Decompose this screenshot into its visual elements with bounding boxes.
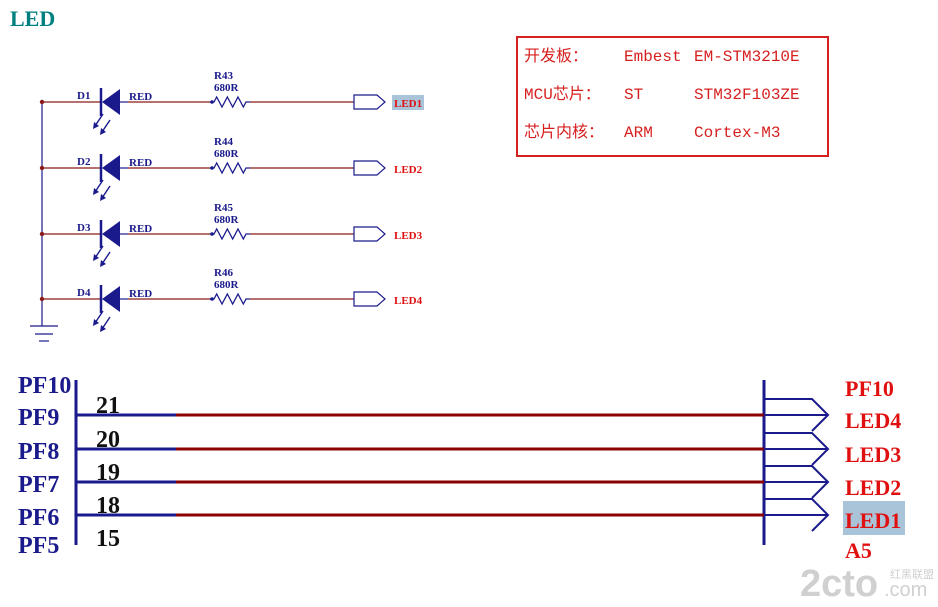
pin-name: PF7 — [18, 472, 59, 498]
diode-ref-label: D2 — [77, 156, 91, 168]
resistor-ref-label: R44 — [214, 136, 233, 148]
led-diode-symbol — [93, 220, 128, 267]
info-value-vendor: ST — [624, 86, 643, 104]
info-value-vendor: Embest — [624, 48, 682, 66]
pin-name: PF6 — [18, 505, 59, 531]
net-label: LED4 — [845, 408, 901, 433]
diode-ref-label: D3 — [77, 222, 91, 234]
net-label: LED2 — [394, 164, 423, 176]
page-title: LED — [10, 6, 55, 31]
net-highlight — [392, 95, 424, 110]
net-highlight — [843, 501, 905, 535]
net-label: LED3 — [394, 230, 423, 242]
net-port-symbol — [353, 160, 386, 176]
resistor-value-label: 680R — [214, 148, 240, 160]
resistor-ref-label: R43 — [214, 70, 233, 82]
net-label-partial: PF10 — [845, 376, 894, 401]
pin-number: 20 — [96, 427, 120, 453]
pin-name: PF9 — [18, 405, 59, 431]
junction-dot — [39, 165, 45, 171]
net-label-partial: A5 — [845, 538, 872, 563]
info-box-border — [516, 36, 829, 157]
net-port-symbol — [353, 226, 386, 242]
pin-number: 19 — [96, 460, 120, 486]
diode-color-label: RED — [129, 288, 152, 300]
info-value-model: EM-STM3210E — [694, 48, 800, 66]
led-diode-symbol — [93, 88, 128, 135]
resistor-symbol — [210, 95, 250, 109]
resistor-symbol — [210, 227, 250, 241]
site-watermark: 2cto .com 红黑联盟 — [800, 563, 934, 605]
resistor-ref-label: R45 — [214, 202, 233, 214]
net-port-symbol — [764, 398, 830, 432]
net-port-symbol — [764, 432, 830, 466]
watermark-domain: .com — [884, 579, 927, 601]
net-label: LED1 — [845, 508, 901, 533]
net-port-symbol — [764, 465, 830, 499]
resistor-symbol — [210, 292, 250, 306]
diode-color-label: RED — [129, 223, 152, 235]
resistor-ref-label: R46 — [214, 267, 233, 279]
pin-name: PF8 — [18, 439, 59, 465]
diode-ref-label: D1 — [77, 90, 90, 102]
net-port-symbol — [353, 291, 386, 307]
junction-dot — [39, 296, 45, 302]
junction-dot — [39, 99, 45, 105]
pin-number: 21 — [96, 393, 120, 419]
board-info-box: 开发板： Embest EM-STM3210E MCU芯片： ST STM32F… — [516, 36, 829, 157]
watermark-cn: 红黑联盟 — [890, 568, 934, 581]
resistor-symbol — [210, 161, 250, 175]
info-value-model: STM32F103ZE — [694, 86, 800, 104]
net-port-symbol — [353, 94, 386, 110]
watermark-logo: 2cto — [800, 563, 878, 605]
junction-dot — [39, 231, 45, 237]
net-label: LED2 — [845, 475, 901, 500]
led-diode-symbol — [93, 154, 128, 201]
info-value-vendor: ARM — [624, 124, 653, 142]
diode-color-label: RED — [129, 91, 152, 103]
resistor-value-label: 680R — [214, 82, 240, 94]
info-label: 开发板： — [524, 47, 588, 66]
diode-ref-label: D4 — [77, 287, 91, 299]
resistor-value-label: 680R — [214, 214, 240, 226]
net-label: LED3 — [845, 442, 901, 467]
net-port-symbol — [764, 498, 830, 532]
diode-color-label: RED — [129, 157, 152, 169]
pin-number-partial: 15 — [96, 526, 120, 552]
net-label: LED4 — [394, 295, 423, 307]
info-value-model: Cortex-M3 — [694, 124, 780, 142]
info-label: 芯片内核： — [524, 123, 604, 142]
common-rail — [30, 102, 58, 342]
resistor-value-label: 680R — [214, 279, 240, 291]
pin-number: 18 — [96, 493, 120, 519]
pin-name-partial: PF5 — [18, 533, 59, 559]
info-label: MCU芯片： — [524, 85, 601, 104]
net-label: LED1 — [394, 98, 422, 110]
pin-name-partial: PF10 — [18, 373, 71, 399]
led-diode-symbol — [93, 285, 128, 332]
